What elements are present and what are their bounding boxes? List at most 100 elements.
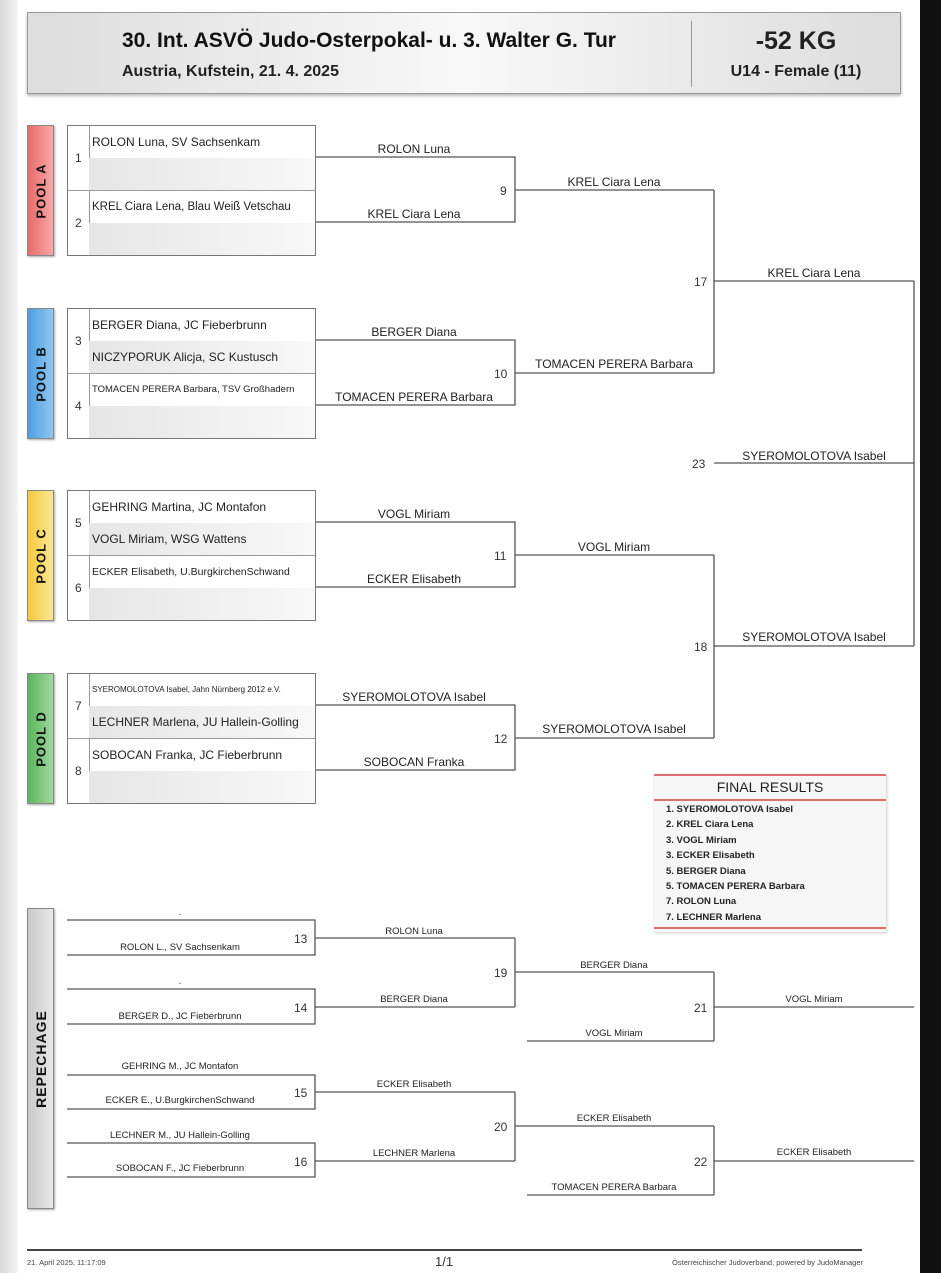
match-number: 11 — [494, 549, 507, 563]
footer-credit: Österreichischer Judoverband, powered by… — [672, 1258, 863, 1267]
bronze-winner: VOGL Miriam — [785, 994, 843, 1005]
match-number: 22 — [694, 1155, 708, 1169]
divider — [654, 774, 886, 776]
match-winner: ECKER Elisabeth — [576, 1113, 652, 1124]
match-number: 23 — [692, 457, 706, 471]
competitor: ECKER Elisabeth, U.BurgkirchenSchwand — [92, 566, 290, 578]
match-number: 21 — [694, 1001, 708, 1015]
pool-c-tab: POOL C — [27, 490, 54, 621]
match-winner: ROLON Luna — [385, 926, 443, 937]
match-competitor: TOMACEN PERERA Barbara — [335, 390, 493, 404]
competitor-number: 4 — [75, 399, 82, 413]
repechage-competitor: SOBOCAN F., JC Fieberbrunn — [115, 1163, 245, 1174]
result-item: 7. LECHNER Marlena — [666, 911, 762, 923]
result-item: 7. ROLON Luna — [666, 896, 737, 908]
competitor-number: 5 — [75, 516, 82, 530]
repechage-competitor: . — [178, 976, 182, 987]
competitor-empty — [89, 771, 315, 803]
pool-c-box: GEHRING Martina, JC Montafon VOGL Miriam… — [67, 490, 316, 621]
competitor: BERGER Diana, JC Fieberbrunn — [92, 318, 267, 332]
match-winner: BERGER Diana — [580, 960, 648, 971]
match-competitor: VOGL Miriam — [377, 507, 451, 521]
pool-label: POOL C — [33, 527, 48, 584]
result-item: 5. BERGER Diana — [666, 865, 746, 877]
result-item: 5. TOMACEN PERERA Barbara — [666, 880, 805, 892]
match-number: 17 — [694, 275, 708, 289]
pool-d-tab: POOL D — [27, 673, 54, 804]
pool-label: POOL D — [33, 710, 48, 767]
repechage-competitor: GEHRING M., JC Montafon — [121, 1061, 239, 1072]
competitor: NICZYPORUK Alicja, SC Kustusch — [89, 341, 315, 373]
match-winner: BERGER Diana — [380, 994, 448, 1005]
match-competitor: ROLON Luna — [377, 142, 451, 156]
tournament-title: 30. Int. ASVÖ Judo-Osterpokal- u. 3. Wal… — [122, 29, 616, 52]
match-winner: VOGL Miriam — [577, 540, 651, 554]
page-number: 1/1 — [435, 1254, 454, 1269]
pool-a-box: ROLON Luna, SV Sachsenkam KREL Ciara Len… — [67, 125, 316, 256]
match-number: 13 — [294, 932, 308, 946]
result-item: 3. VOGL Miriam — [666, 834, 737, 846]
match-number: 14 — [294, 1001, 308, 1015]
match-competitor: ECKER Elisabeth — [366, 572, 462, 586]
competitor-empty — [89, 223, 315, 255]
competitor-empty — [89, 158, 315, 190]
competitor: GEHRING Martina, JC Montafon — [92, 500, 267, 514]
final-results-panel: FINAL RESULTS 1. SYEROMOLOTOVA Isabel 2.… — [654, 774, 886, 932]
divider — [68, 738, 315, 739]
competitor: TOMACEN PERERA Barbara, TSV Großhadern — [92, 384, 295, 395]
competitor-number: 2 — [75, 216, 82, 230]
pool-b-box: BERGER Diana, JC Fieberbrunn NICZYPORUK … — [67, 308, 316, 439]
results-list: 1. SYEROMOLOTOVA Isabel 2. KREL Ciara Le… — [666, 804, 805, 927]
pool-d-box: SYEROMOLOTOVA Isabel, Jahn Nürnberg 2012… — [67, 673, 316, 804]
match-number: 9 — [500, 184, 507, 198]
repechage-competitor: LECHNER M., JU Hallein-Golling — [110, 1130, 250, 1141]
competitor-empty — [89, 588, 315, 620]
competitor-number: 8 — [75, 764, 82, 778]
match-number: 18 — [694, 640, 708, 654]
pool-label: POOL B — [33, 345, 48, 402]
competitor: ROLON Luna, SV Sachsenkam — [92, 135, 261, 149]
repechage-competitor: ECKER E., U.BurgkirchenSchwand — [105, 1095, 255, 1106]
competitor: VOGL Miriam, WSG Wattens — [89, 523, 315, 555]
match-number: 15 — [294, 1086, 308, 1100]
divider — [654, 927, 886, 929]
print-timestamp: 21. April 2025, 11:17:09 — [27, 1258, 106, 1267]
competitor: SOBOCAN Franka, JC Fieberbrunn — [92, 748, 283, 762]
match-winner: KREL Ciara Lena — [767, 266, 861, 280]
pool-a-tab: POOL A — [27, 125, 54, 256]
repechage-competitor: . — [178, 907, 182, 918]
age-category: U14 - Female (11) — [730, 63, 862, 80]
match-winner: KREL Ciara Lena — [567, 175, 661, 189]
competitor: SYEROMOLOTOVA Isabel, Jahn Nürnberg 2012… — [92, 685, 281, 694]
match-number: 10 — [494, 367, 508, 381]
repechage-competitor: TOMACEN PERERA Barbara — [551, 1182, 677, 1193]
result-item: 3. ECKER Elisabeth — [666, 850, 755, 862]
result-item: 1. SYEROMOLOTOVA Isabel — [666, 804, 794, 815]
match-winner: ECKER Elisabeth — [376, 1079, 452, 1090]
header: 30. Int. ASVÖ Judo-Osterpokal- u. 3. Wal… — [27, 12, 901, 94]
weight-class: -52 KG — [755, 27, 837, 55]
page-edge — [0, 0, 18, 1273]
divider — [68, 373, 315, 374]
repechage-competitor: ROLON L., SV Sachsenkam — [120, 942, 240, 953]
match-number: 16 — [294, 1155, 308, 1169]
match-competitor: SYEROMOLOTOVA Isabel — [342, 690, 486, 704]
competitor: LECHNER Marlena, JU Hallein-Golling — [89, 706, 315, 738]
match-winner: TOMACEN PERERA Barbara — [535, 357, 693, 371]
header-divider — [691, 21, 692, 87]
pool-label: POOL A — [33, 162, 48, 219]
match-winner: SYEROMOLOTOVA Isabel — [542, 722, 686, 736]
match-number: 19 — [494, 966, 508, 980]
match-competitor: KREL Ciara Lena — [367, 207, 461, 221]
repechage-tab: REPECHAGE — [27, 908, 54, 1209]
tournament-location-date: Austria, Kufstein, 21. 4. 2025 — [122, 63, 339, 80]
divider — [68, 555, 315, 556]
repechage-competitor: BERGER D., JC Fieberbrunn — [118, 1011, 242, 1022]
match-winner: LECHNER Marlena — [372, 1148, 456, 1159]
competitor-number: 3 — [75, 334, 82, 348]
footer-divider — [27, 1249, 862, 1251]
match-competitor: SOBOCAN Franka — [363, 755, 465, 769]
match-competitor: BERGER Diana — [371, 325, 457, 339]
